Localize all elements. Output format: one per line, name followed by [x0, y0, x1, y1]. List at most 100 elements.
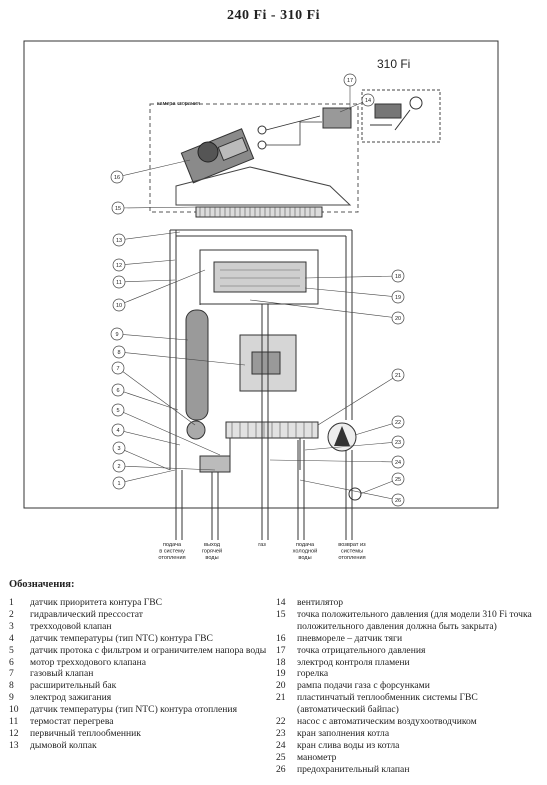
legend-item-number: 4 [9, 632, 14, 644]
callout-circle [112, 298, 126, 312]
callout-leader [299, 479, 399, 501]
legend-item-text: трехходовой клапан [30, 620, 112, 632]
legend-item-number: 3 [9, 620, 14, 632]
legend-item-text: рампа подачи газа с форсунками [297, 680, 430, 692]
legend-item-text: насос с автоматическим воздухоотводчиком [297, 716, 477, 728]
outlet-gas: газ [258, 542, 266, 548]
legend-item-text: кран заполнения котла [297, 727, 390, 739]
callout-circle [111, 383, 125, 397]
callout-number: 17 [347, 78, 353, 84]
burner [213, 261, 307, 293]
callout-number: 2 [117, 464, 120, 470]
boiler-schematic: 310 Fi камера сгорания [23, 40, 499, 561]
legend-item-number: 13 [9, 739, 19, 751]
callout-leader [117, 206, 201, 209]
page-title: 240 Fi - 310 Fi [226, 8, 321, 23]
callout-leader [118, 447, 171, 471]
primary-heat-exchanger [195, 206, 323, 218]
legend-item-text: датчик температуры (тип NTC) контура ото… [30, 704, 237, 716]
legend-item-text: пластинчатый теплообменник системы ГВС (… [297, 692, 478, 716]
callout-circle [112, 441, 126, 455]
legend-item-number: 20 [276, 680, 286, 692]
legend-item: 20 рампа подачи газа с форсунками [276, 680, 542, 692]
legend-item-number: 22 [276, 716, 286, 728]
model-label: 310 Fi [377, 57, 410, 71]
callout-leader [118, 465, 216, 471]
legend-item-text: газовый клапан [30, 668, 94, 680]
callout-circle [111, 423, 125, 437]
callout-circle [391, 455, 405, 469]
manometer [348, 487, 362, 501]
legend-item: 3 трехходовой клапан [9, 621, 271, 633]
callout-number: 9 [115, 332, 118, 338]
callout-number: 23 [395, 440, 401, 446]
callout-number: 18 [395, 274, 401, 280]
callout-circle [111, 201, 125, 215]
three-way-valve-motor [186, 420, 206, 440]
callout-circle [391, 472, 405, 486]
legend-item: 7 газовый клапан [9, 668, 271, 680]
inset-fan-motor [409, 96, 423, 110]
legend-item-text: точка отрицательного давления [297, 644, 426, 656]
callout-number: 3 [117, 446, 120, 452]
legend-item: 22 насос с автоматическим воздухоотводчик… [276, 716, 542, 728]
legend-item-number: 11 [9, 716, 19, 728]
legend-item-number: 7 [9, 668, 14, 680]
callout-number: 11 [116, 280, 122, 286]
legend-item-number: 26 [276, 763, 286, 775]
callout-leader [359, 478, 399, 495]
legend-item-text: мотор трехходового клапана [30, 656, 146, 668]
callout-number: 8 [117, 350, 120, 356]
callout-leader [118, 351, 246, 366]
callout-leader [118, 469, 176, 484]
callout-number: 1 [117, 481, 120, 487]
legend-item: 13 дымовой колпак [9, 740, 271, 752]
callout-leader [317, 374, 399, 426]
legend-item-number: 25 [276, 751, 286, 763]
callout-leader [116, 333, 189, 341]
legend-item-number: 19 [276, 668, 286, 680]
callout-leader [117, 389, 179, 411]
callout-number: 12 [116, 263, 122, 269]
callout-circle [111, 403, 125, 417]
legend-item-text: датчик приоритета контура ГВС [30, 597, 163, 608]
callout-number: 19 [395, 295, 401, 301]
legend-item-text: кран слива воды из котла [297, 739, 400, 751]
callout-number: 22 [395, 420, 401, 426]
legend-item-text: предохранительный клапан [297, 763, 410, 775]
legend-item-text: первичный теплообменник [30, 727, 141, 739]
water-circuit-pipes [169, 229, 353, 540]
legend-item-number: 21 [276, 692, 286, 704]
callout-leader [249, 299, 399, 319]
legend-item-text: расширительный бак [30, 680, 117, 692]
inset-fan [374, 103, 402, 119]
legend-item: 1 датчик приоритета контура ГВС [9, 597, 271, 609]
callout-circle [112, 275, 126, 289]
callout-number: 13 [116, 238, 122, 244]
callout-circle [110, 170, 124, 184]
fan-assembly [180, 128, 255, 184]
legend-heading: Обозначения: [9, 579, 75, 590]
callout-leader [304, 441, 399, 451]
callout-leader [118, 259, 176, 266]
callout-leader [118, 279, 176, 283]
legend-item-text: дымовой колпак [30, 739, 97, 751]
legend-item-number: 23 [276, 727, 286, 739]
expansion-tank [185, 309, 209, 421]
legend-item-number: 1 [9, 597, 14, 608]
legend-item-number: 2 [9, 608, 14, 620]
legend-item-number: 24 [276, 739, 286, 751]
callout-circle [391, 290, 405, 304]
